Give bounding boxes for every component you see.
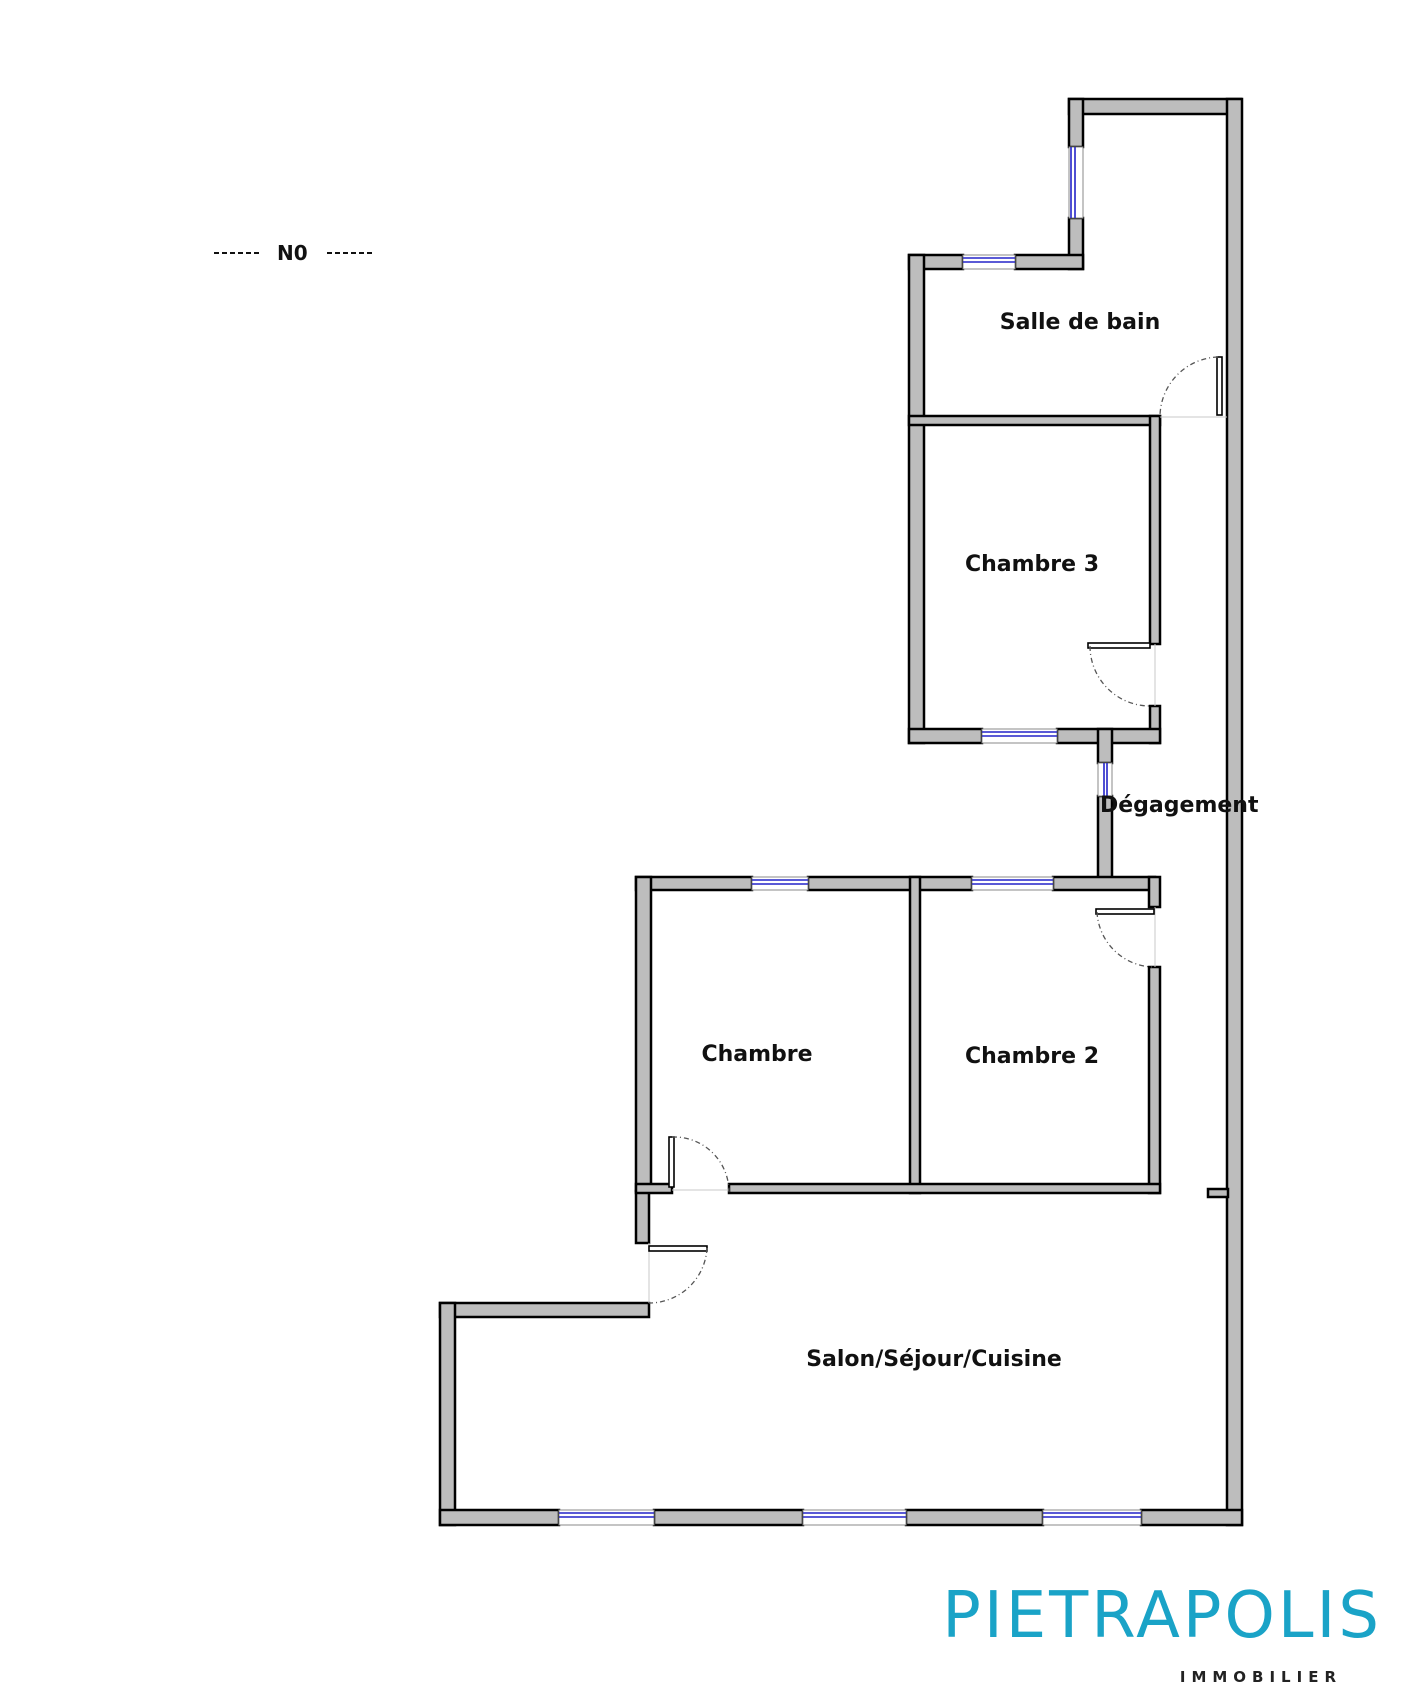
level-marker: N0	[214, 241, 374, 265]
wall-chambres-top-3	[1051, 875, 1157, 892]
wall-bath-top	[1067, 97, 1243, 116]
door-chambre	[668, 1136, 730, 1193]
wall-salon-left	[438, 1301, 457, 1527]
wall-salon-bottom-3	[904, 1508, 1045, 1527]
wall-bath-top-right	[1013, 253, 1085, 271]
room-label-chambre: Chambre	[701, 1042, 812, 1067]
door-bathroom	[1159, 356, 1227, 418]
logo-wordmark: PIETRAPOLIS	[942, 1579, 1382, 1653]
wall-chambre3-right-upper	[1148, 414, 1162, 646]
wall-chambre-partition	[908, 875, 922, 1195]
wall-chambres-bottom	[727, 1182, 1162, 1195]
room-label-salle-de-bain: Salle de bain	[1000, 310, 1160, 335]
room-label-salon: Salon/Séjour/Cuisine	[806, 1347, 1062, 1372]
wall-degagement-stub-upper	[1096, 727, 1114, 765]
wall-left-bath-chambre3	[907, 253, 926, 745]
wall-salon-top-left	[438, 1301, 651, 1319]
room-labels: Salle de bain Chambre 3 Dégagement Chamb…	[701, 310, 1259, 1372]
room-label-degagement: Dégagement	[1100, 793, 1259, 818]
wall-bath-left-upper	[1067, 97, 1085, 149]
door-salon	[648, 1243, 708, 1304]
level-label: N0	[277, 241, 308, 265]
wall-salon-bottom-4	[1139, 1508, 1244, 1527]
wall-bath-bottom	[907, 414, 1162, 427]
wall-chambre-left	[634, 875, 653, 1193]
walls	[438, 97, 1244, 1527]
wall-right-stub	[1206, 1187, 1230, 1199]
room-label-chambre-3: Chambre 3	[965, 552, 1099, 577]
windows	[558, 146, 1142, 1526]
door-chambre-3	[1087, 642, 1156, 707]
wall-salon-left-stub	[634, 1189, 651, 1245]
wall-chambre2-right-stub	[1147, 875, 1162, 909]
doors	[648, 356, 1227, 1304]
door-chambre-2	[1095, 907, 1156, 968]
brand-logo: PIETRAPOLIS IMMOBILIER	[942, 1579, 1382, 1686]
wall-chambre3-bottom-left	[907, 727, 984, 745]
wall-chambres-top-1	[634, 875, 754, 892]
wall-chambre-bottom-left	[634, 1182, 674, 1195]
wall-salon-bottom-2	[652, 1508, 805, 1527]
room-label-chambre-2: Chambre 2	[965, 1044, 1099, 1069]
logo-tagline: IMMOBILIER	[1180, 1668, 1342, 1686]
wall-chambre2-right-lower	[1147, 965, 1162, 1195]
wall-salon-bottom-1	[438, 1508, 561, 1527]
wall-chambres-top-2	[806, 875, 974, 892]
